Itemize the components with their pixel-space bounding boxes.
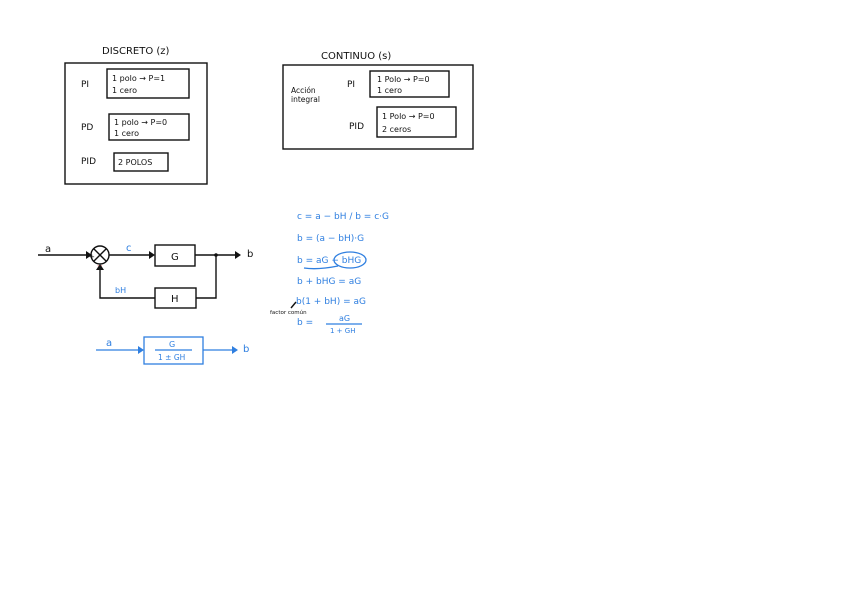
discreto-pi-line2: 1 cero — [112, 86, 137, 95]
output-arrowhead — [235, 251, 241, 259]
sum-plus-sign: + — [89, 253, 95, 261]
continuo-pi-box — [369, 70, 450, 98]
equations-block: c = a − bH / b = c·G b = (a − bH)·G b = … — [270, 212, 389, 335]
continuo-pi-label: PI — [347, 80, 355, 90]
equation-2: b = (a − bH)·G — [297, 234, 364, 244]
continuo-pi-line1: 1 Polo → P=0 — [377, 75, 430, 84]
feedback-label-h: H — [171, 294, 179, 305]
error-arrowhead — [149, 251, 155, 259]
feedback-arrowhead — [96, 264, 104, 270]
discreto-pd-line1: 1 polo → P=0 — [114, 118, 167, 127]
continuo-pid-label: PID — [349, 122, 364, 132]
discreto-pi-line1: 1 polo → P=1 — [112, 74, 165, 83]
reduced-block-diagram: a G 1 ± GH b — [96, 336, 249, 365]
final-eq-denominator: 1 + GH — [330, 327, 355, 335]
move-term-arrow — [303, 265, 339, 270]
continuo-pid-box — [376, 106, 457, 138]
input-arrowhead — [86, 251, 92, 259]
reduced-numerator: G — [169, 340, 175, 349]
continuo-pid-line2: 2 ceros — [382, 125, 411, 134]
equation-1: c = a − bH / b = c·G — [297, 212, 389, 222]
error-label-c: c — [126, 243, 132, 254]
discreto-pd-box — [108, 113, 190, 141]
discreto-pid-text: 2 POLOS — [118, 158, 152, 167]
reduced-output-b: b — [243, 344, 249, 355]
discreto-frame — [64, 62, 208, 185]
continuo-pid-line1: 1 Polo → P=0 — [382, 112, 435, 121]
output-label-b: b — [247, 249, 253, 260]
discreto-pid-label: PID — [81, 157, 96, 167]
plant-label-g: G — [171, 252, 179, 263]
discreto-pd-line2: 1 cero — [114, 129, 139, 138]
continuo-pi-line2: 1 cero — [377, 86, 402, 95]
feedback-line-left — [99, 270, 155, 299]
reduced-output-arrowhead — [232, 346, 238, 354]
feedback-line-right — [196, 255, 217, 299]
factor-comun-note: factor común — [270, 309, 307, 316]
reduced-denominator: 1 ± GH — [158, 353, 185, 362]
discreto-title: DISCRETO (z) — [102, 46, 170, 57]
discreto-section: DISCRETO (z) PI 1 polo → P=1 1 cero PD 1… — [64, 46, 208, 185]
final-eq-lhs: b = — [297, 318, 313, 328]
accion-line2: integral — [291, 95, 320, 104]
feedback-label-bh: bH — [115, 286, 126, 295]
feedback-block-diagram: a + − c G b H bH — [38, 243, 253, 309]
discreto-pid-box — [113, 152, 169, 172]
equation-5: b(1 + bH) = aG — [296, 297, 366, 307]
highlight-circle-bhg — [333, 251, 367, 269]
equation-3: b = aG − bHG — [297, 256, 361, 266]
input-label-a: a — [45, 244, 51, 255]
discreto-pi-box — [106, 68, 190, 99]
discreto-pd-label: PD — [81, 123, 93, 133]
continuo-section: CONTINUO (s) Acción integral PI 1 Polo →… — [282, 51, 474, 150]
reduced-input-a: a — [106, 338, 112, 349]
final-eq-numerator: aG — [339, 314, 350, 323]
accion-line1: Acción — [291, 86, 316, 95]
discreto-pi-label: PI — [81, 80, 89, 90]
continuo-frame — [282, 64, 474, 150]
continuo-title: CONTINUO (s) — [321, 51, 391, 62]
reduced-input-arrowhead — [138, 346, 144, 354]
annotation-pointer — [290, 301, 297, 309]
summing-cross-2 — [93, 248, 107, 262]
equation-4: b + bHG = aG — [297, 277, 361, 287]
